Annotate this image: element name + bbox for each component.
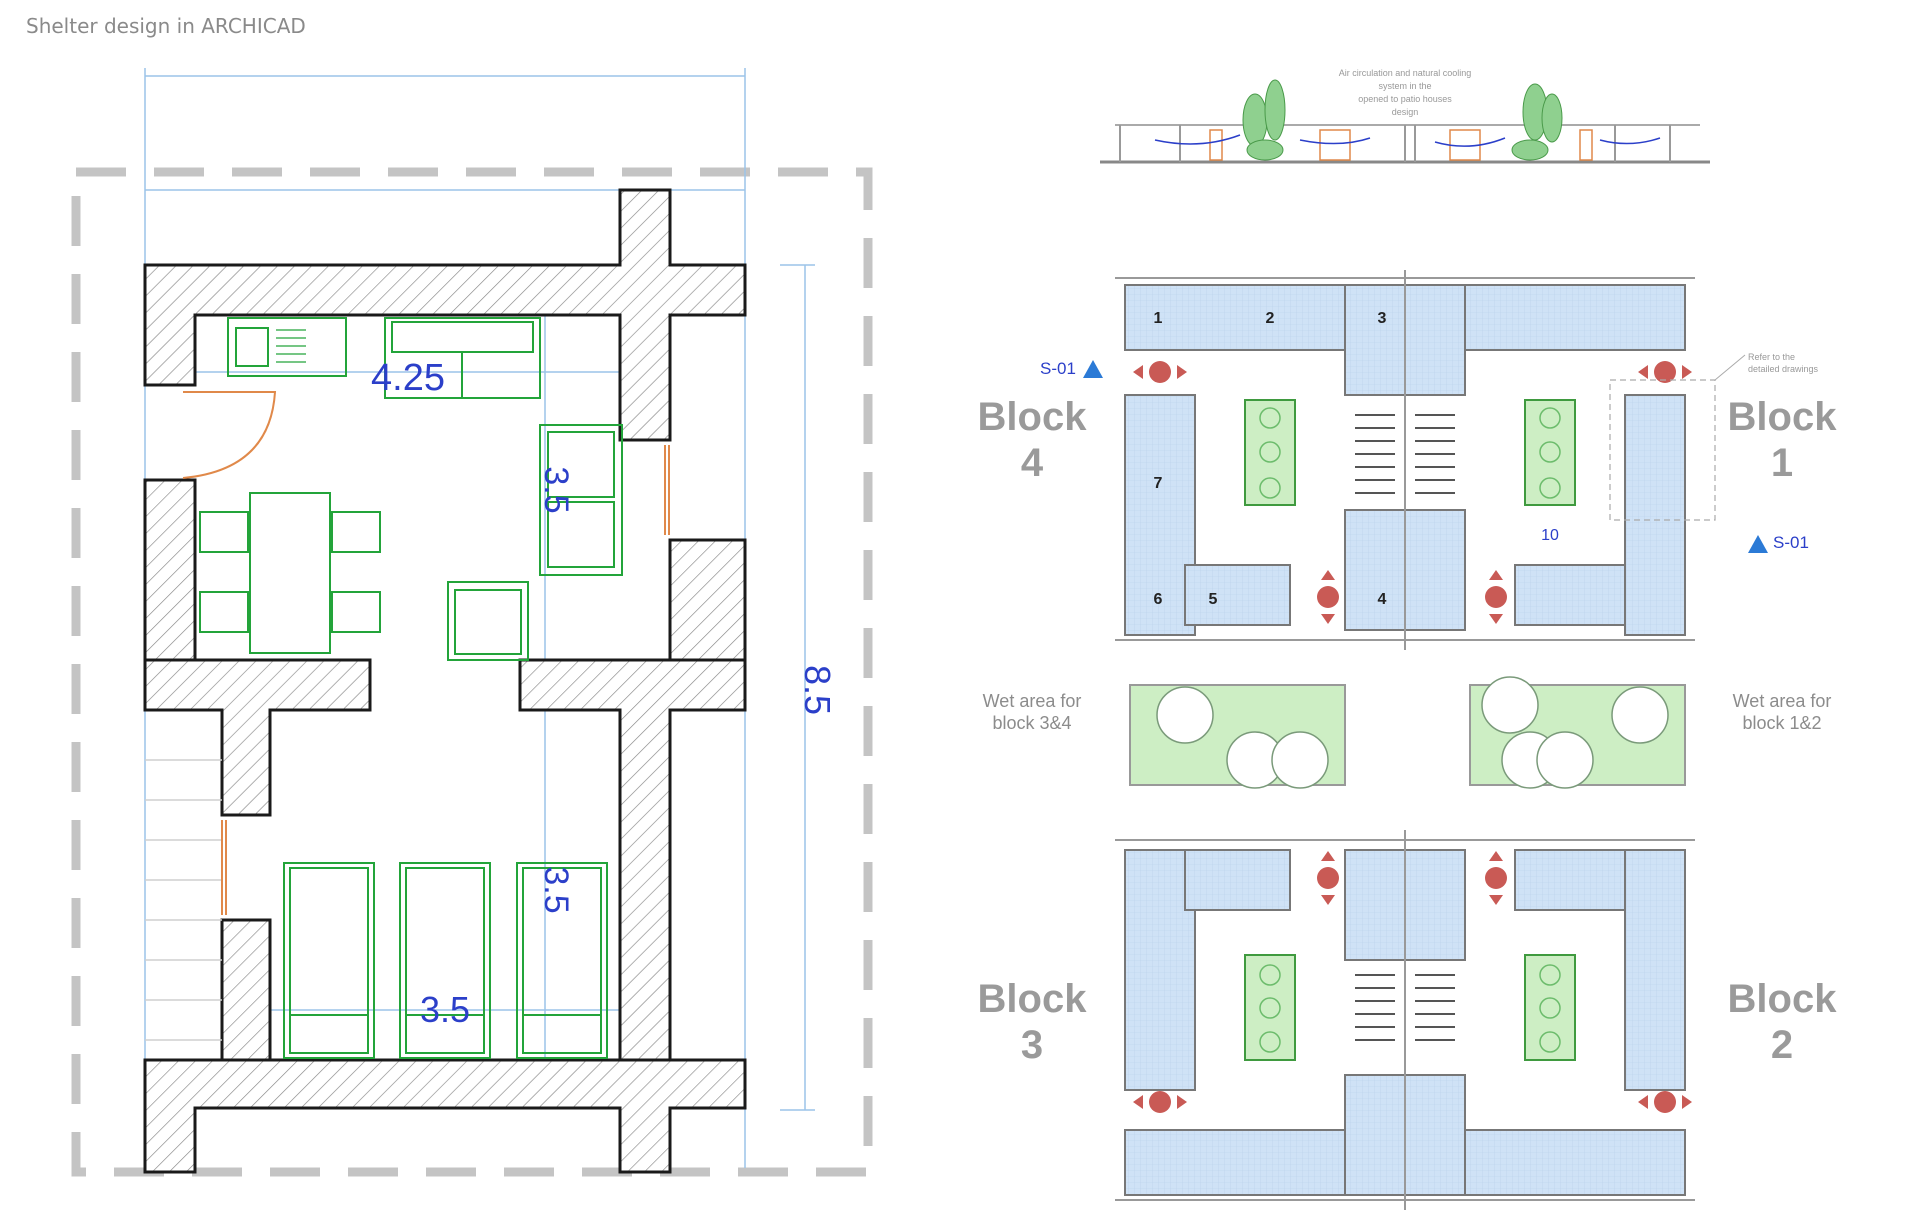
svg-text:2: 2 bbox=[1771, 1023, 1793, 1067]
svg-text:system in the: system in the bbox=[1378, 81, 1431, 91]
room-number: 7 bbox=[1154, 475, 1163, 492]
tree-icon bbox=[1156, 676, 1669, 789]
block-2-label: Block bbox=[1728, 977, 1838, 1021]
svg-text:block 3&4: block 3&4 bbox=[992, 713, 1071, 733]
section-marker-icon bbox=[1748, 535, 1768, 553]
dimension-bedroom-width: 3.5 bbox=[420, 989, 470, 1030]
lower-cluster bbox=[1124, 849, 1686, 1196]
svg-text:4: 4 bbox=[1021, 441, 1044, 485]
room-number: 4 bbox=[1378, 591, 1387, 608]
doors bbox=[182, 391, 670, 915]
section-marker-label: S-01 bbox=[1040, 359, 1076, 378]
tree-icon bbox=[1242, 79, 1563, 161]
bed-icon bbox=[399, 862, 491, 1059]
room-number: 3 bbox=[1378, 310, 1387, 327]
room-number: 10 bbox=[1541, 527, 1559, 544]
kitchen-sink-icon bbox=[227, 317, 347, 377]
section-note: Air circulation and natural cooling bbox=[1339, 68, 1472, 78]
dimension-living-depth: 3.5 bbox=[537, 466, 575, 513]
svg-text:design: design bbox=[1392, 107, 1419, 117]
patio-gardens bbox=[1244, 399, 1576, 1061]
block-3-label: Block bbox=[978, 977, 1088, 1021]
dimension-overall-height: 8.5 bbox=[797, 665, 838, 715]
walls bbox=[143, 188, 747, 1174]
section-drawing: Air circulation and natural cooling syst… bbox=[1100, 68, 1710, 164]
entrance-markers bbox=[1133, 361, 1692, 1113]
stairs bbox=[1355, 414, 1455, 1041]
section-marker-icon bbox=[1083, 360, 1103, 378]
shelter-plan: 8.5 4.25 3.5 3.5 3.5 bbox=[71, 68, 873, 1177]
block-4-label: Block bbox=[978, 395, 1088, 439]
svg-text:opened to patio houses: opened to patio houses bbox=[1358, 94, 1452, 104]
svg-text:detailed drawings: detailed drawings bbox=[1748, 364, 1819, 374]
detail-reference-box bbox=[1609, 379, 1716, 521]
wet-area-label-right: Wet area for bbox=[1733, 691, 1832, 711]
room-number: 2 bbox=[1266, 310, 1275, 327]
wet-area-label-left: Wet area for bbox=[983, 691, 1082, 711]
site-plan: S-01 S-01 Refer to the detailed drawings… bbox=[978, 270, 1838, 1210]
dimension-kitchen-width: 4.25 bbox=[371, 357, 445, 399]
side-note: Refer to the bbox=[1748, 352, 1795, 362]
furniture bbox=[199, 317, 623, 1059]
section-marker-label: S-01 bbox=[1773, 533, 1809, 552]
dimension-bedroom-depth: 3.5 bbox=[537, 866, 575, 913]
svg-text:3: 3 bbox=[1021, 1023, 1043, 1067]
svg-text:1: 1 bbox=[1771, 441, 1793, 485]
bed-icon bbox=[516, 862, 608, 1059]
bed-icon bbox=[283, 862, 375, 1059]
block-1-label: Block bbox=[1728, 395, 1838, 439]
room-number: 5 bbox=[1209, 591, 1218, 608]
caption: Shelter design in ARCHICAD bbox=[26, 14, 306, 38]
site-boundary bbox=[71, 167, 873, 1177]
stair-lines bbox=[145, 759, 222, 1041]
room-number: 6 bbox=[1154, 591, 1163, 608]
armchair-icon bbox=[447, 581, 529, 661]
room-number: 1 bbox=[1154, 310, 1163, 327]
wet-areas bbox=[1129, 684, 1686, 786]
dining-table-icon bbox=[249, 492, 331, 654]
couch-icon bbox=[539, 424, 623, 576]
svg-text:block 1&2: block 1&2 bbox=[1742, 713, 1821, 733]
